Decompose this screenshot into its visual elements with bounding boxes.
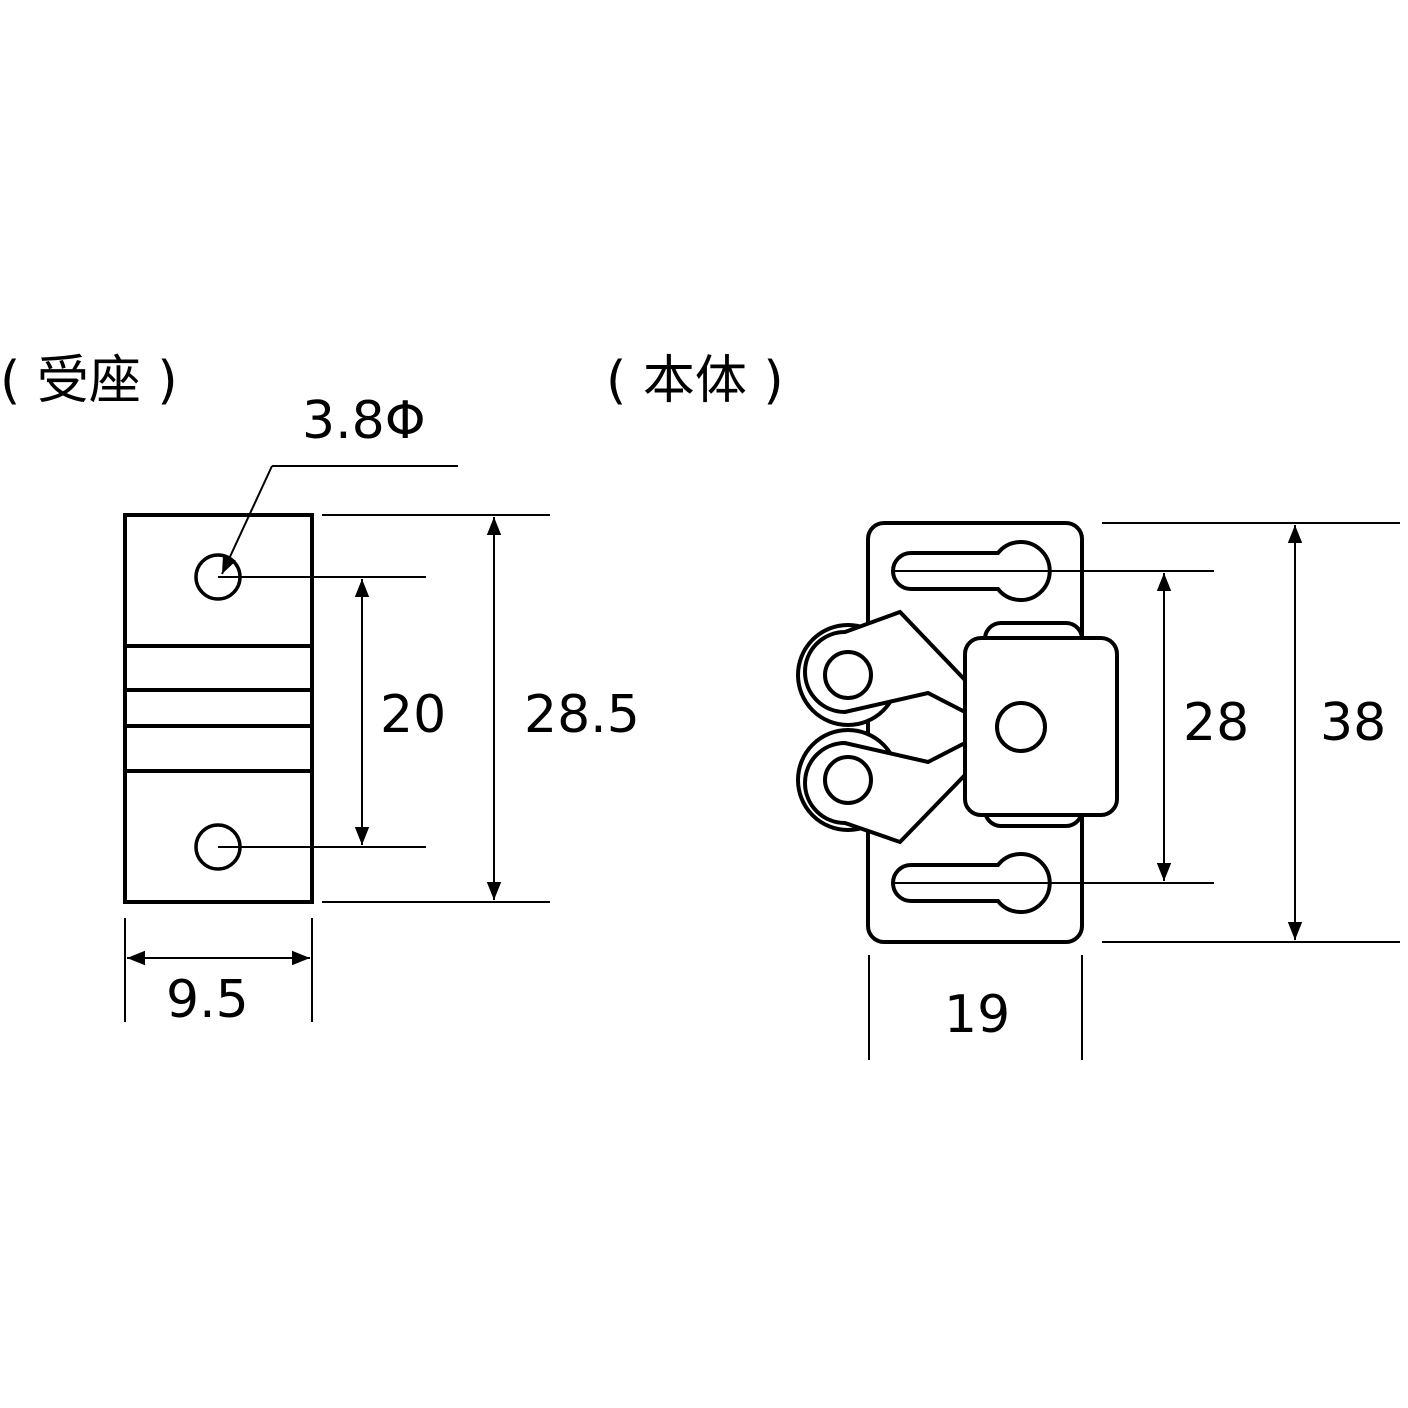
body-height-label: 38 bbox=[1320, 693, 1386, 753]
body-dimensions bbox=[868, 522, 1400, 1060]
receiver-width-label: 9.5 bbox=[166, 970, 249, 1030]
roller-top-hole bbox=[823, 650, 873, 700]
body-title: ( 本体 ) bbox=[606, 351, 784, 411]
receiver-title: ( 受座 ) bbox=[0, 351, 178, 411]
body-pitch-label: 28 bbox=[1183, 693, 1249, 753]
hole-leader-arrow bbox=[221, 465, 273, 575]
body-width-label: 19 bbox=[944, 985, 1010, 1045]
body-center-hole bbox=[995, 701, 1047, 753]
roller-bottom-hole bbox=[823, 755, 873, 805]
receiver-pitch-label: 20 bbox=[380, 685, 446, 745]
receiver-outline bbox=[123, 513, 314, 904]
body-part bbox=[796, 521, 1119, 944]
receiver-height-label: 28.5 bbox=[524, 685, 640, 745]
receiver-part bbox=[123, 465, 550, 1022]
hole-diameter-label: 3.8Φ bbox=[302, 391, 426, 451]
